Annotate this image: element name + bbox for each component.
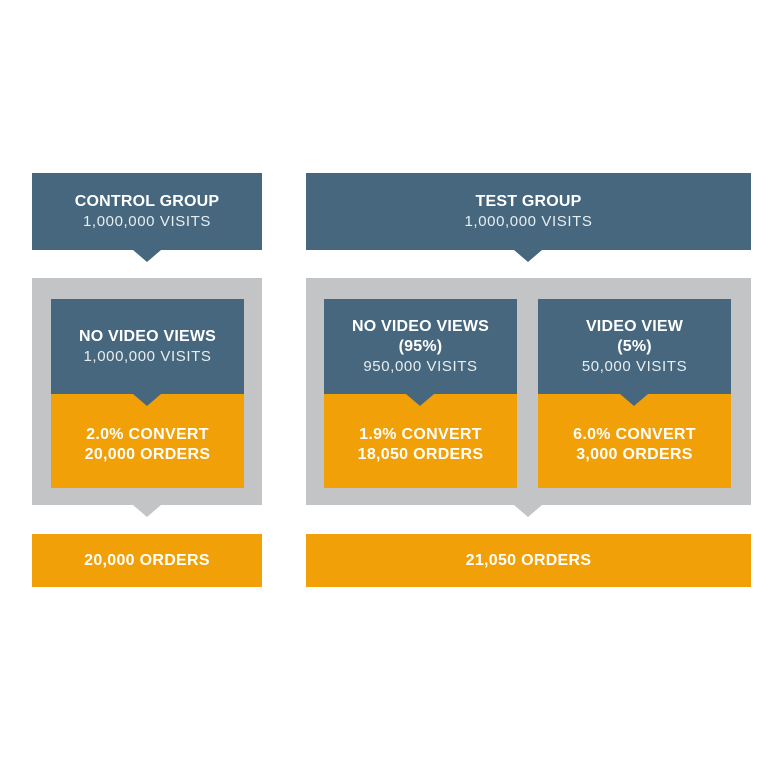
- test-group-visits: 1,000,000 VISITS: [464, 212, 593, 230]
- test-segment-no-video-title: NO VIDEO VIEWS: [351, 317, 490, 335]
- control-segment-pointer-overlay: [133, 394, 161, 406]
- test-segment-no-video-share: (95%): [398, 337, 443, 355]
- test-segment-no-video-result: 1.9% CONVERT 18,050 ORDERS: [324, 394, 517, 488]
- control-panel-pointer: [133, 505, 161, 517]
- test-segment-no-video-header: NO VIDEO VIEWS (95%) 950,000 VISITS: [324, 299, 517, 394]
- test-segment-video-pointer: [620, 394, 648, 406]
- test-segment-no-video-orders: 18,050 ORDERS: [357, 446, 484, 463]
- test-segment-no-video-pointer: [406, 394, 434, 406]
- test-panel-pointer: [514, 505, 542, 517]
- test-segment-no-video-convert: 1.9% CONVERT: [359, 426, 482, 443]
- control-segment-result: 2.0% CONVERT 20,000 ORDERS: [51, 394, 244, 488]
- control-group-header: CONTROL GROUP 1,000,000 VISITS: [32, 173, 262, 250]
- test-segment-video-orders: 3,000 ORDERS: [576, 446, 693, 463]
- test-total-orders: 21,050 ORDERS: [306, 534, 751, 587]
- control-segment-orders: 20,000 ORDERS: [84, 446, 211, 463]
- test-group-title: TEST GROUP: [475, 192, 582, 210]
- test-segment-video-share: (5%): [617, 337, 652, 355]
- test-segment-video-convert: 6.0% CONVERT: [573, 426, 696, 443]
- control-group-visits: 1,000,000 VISITS: [82, 212, 211, 230]
- control-total-orders: 20,000 ORDERS: [32, 534, 262, 587]
- test-header-pointer: [514, 250, 542, 262]
- control-group-title: CONTROL GROUP: [74, 192, 220, 210]
- test-segment-no-video-visits: 950,000 VISITS: [363, 357, 478, 375]
- control-segment-header: NO VIDEO VIEWS 1,000,000 VISITS: [51, 299, 244, 394]
- test-segment-video-visits: 50,000 VISITS: [581, 357, 688, 375]
- control-segment-convert: 2.0% CONVERT: [86, 426, 209, 443]
- control-segment-visits: 1,000,000 VISITS: [83, 347, 212, 365]
- test-segment-video-result: 6.0% CONVERT 3,000 ORDERS: [538, 394, 731, 488]
- test-segment-video-title: VIDEO VIEW: [585, 317, 684, 335]
- control-header-pointer: [133, 250, 161, 262]
- test-group-header: TEST GROUP 1,000,000 VISITS: [306, 173, 751, 250]
- control-segment-title: NO VIDEO VIEWS: [78, 327, 217, 345]
- test-segment-video-header: VIDEO VIEW (5%) 50,000 VISITS: [538, 299, 731, 394]
